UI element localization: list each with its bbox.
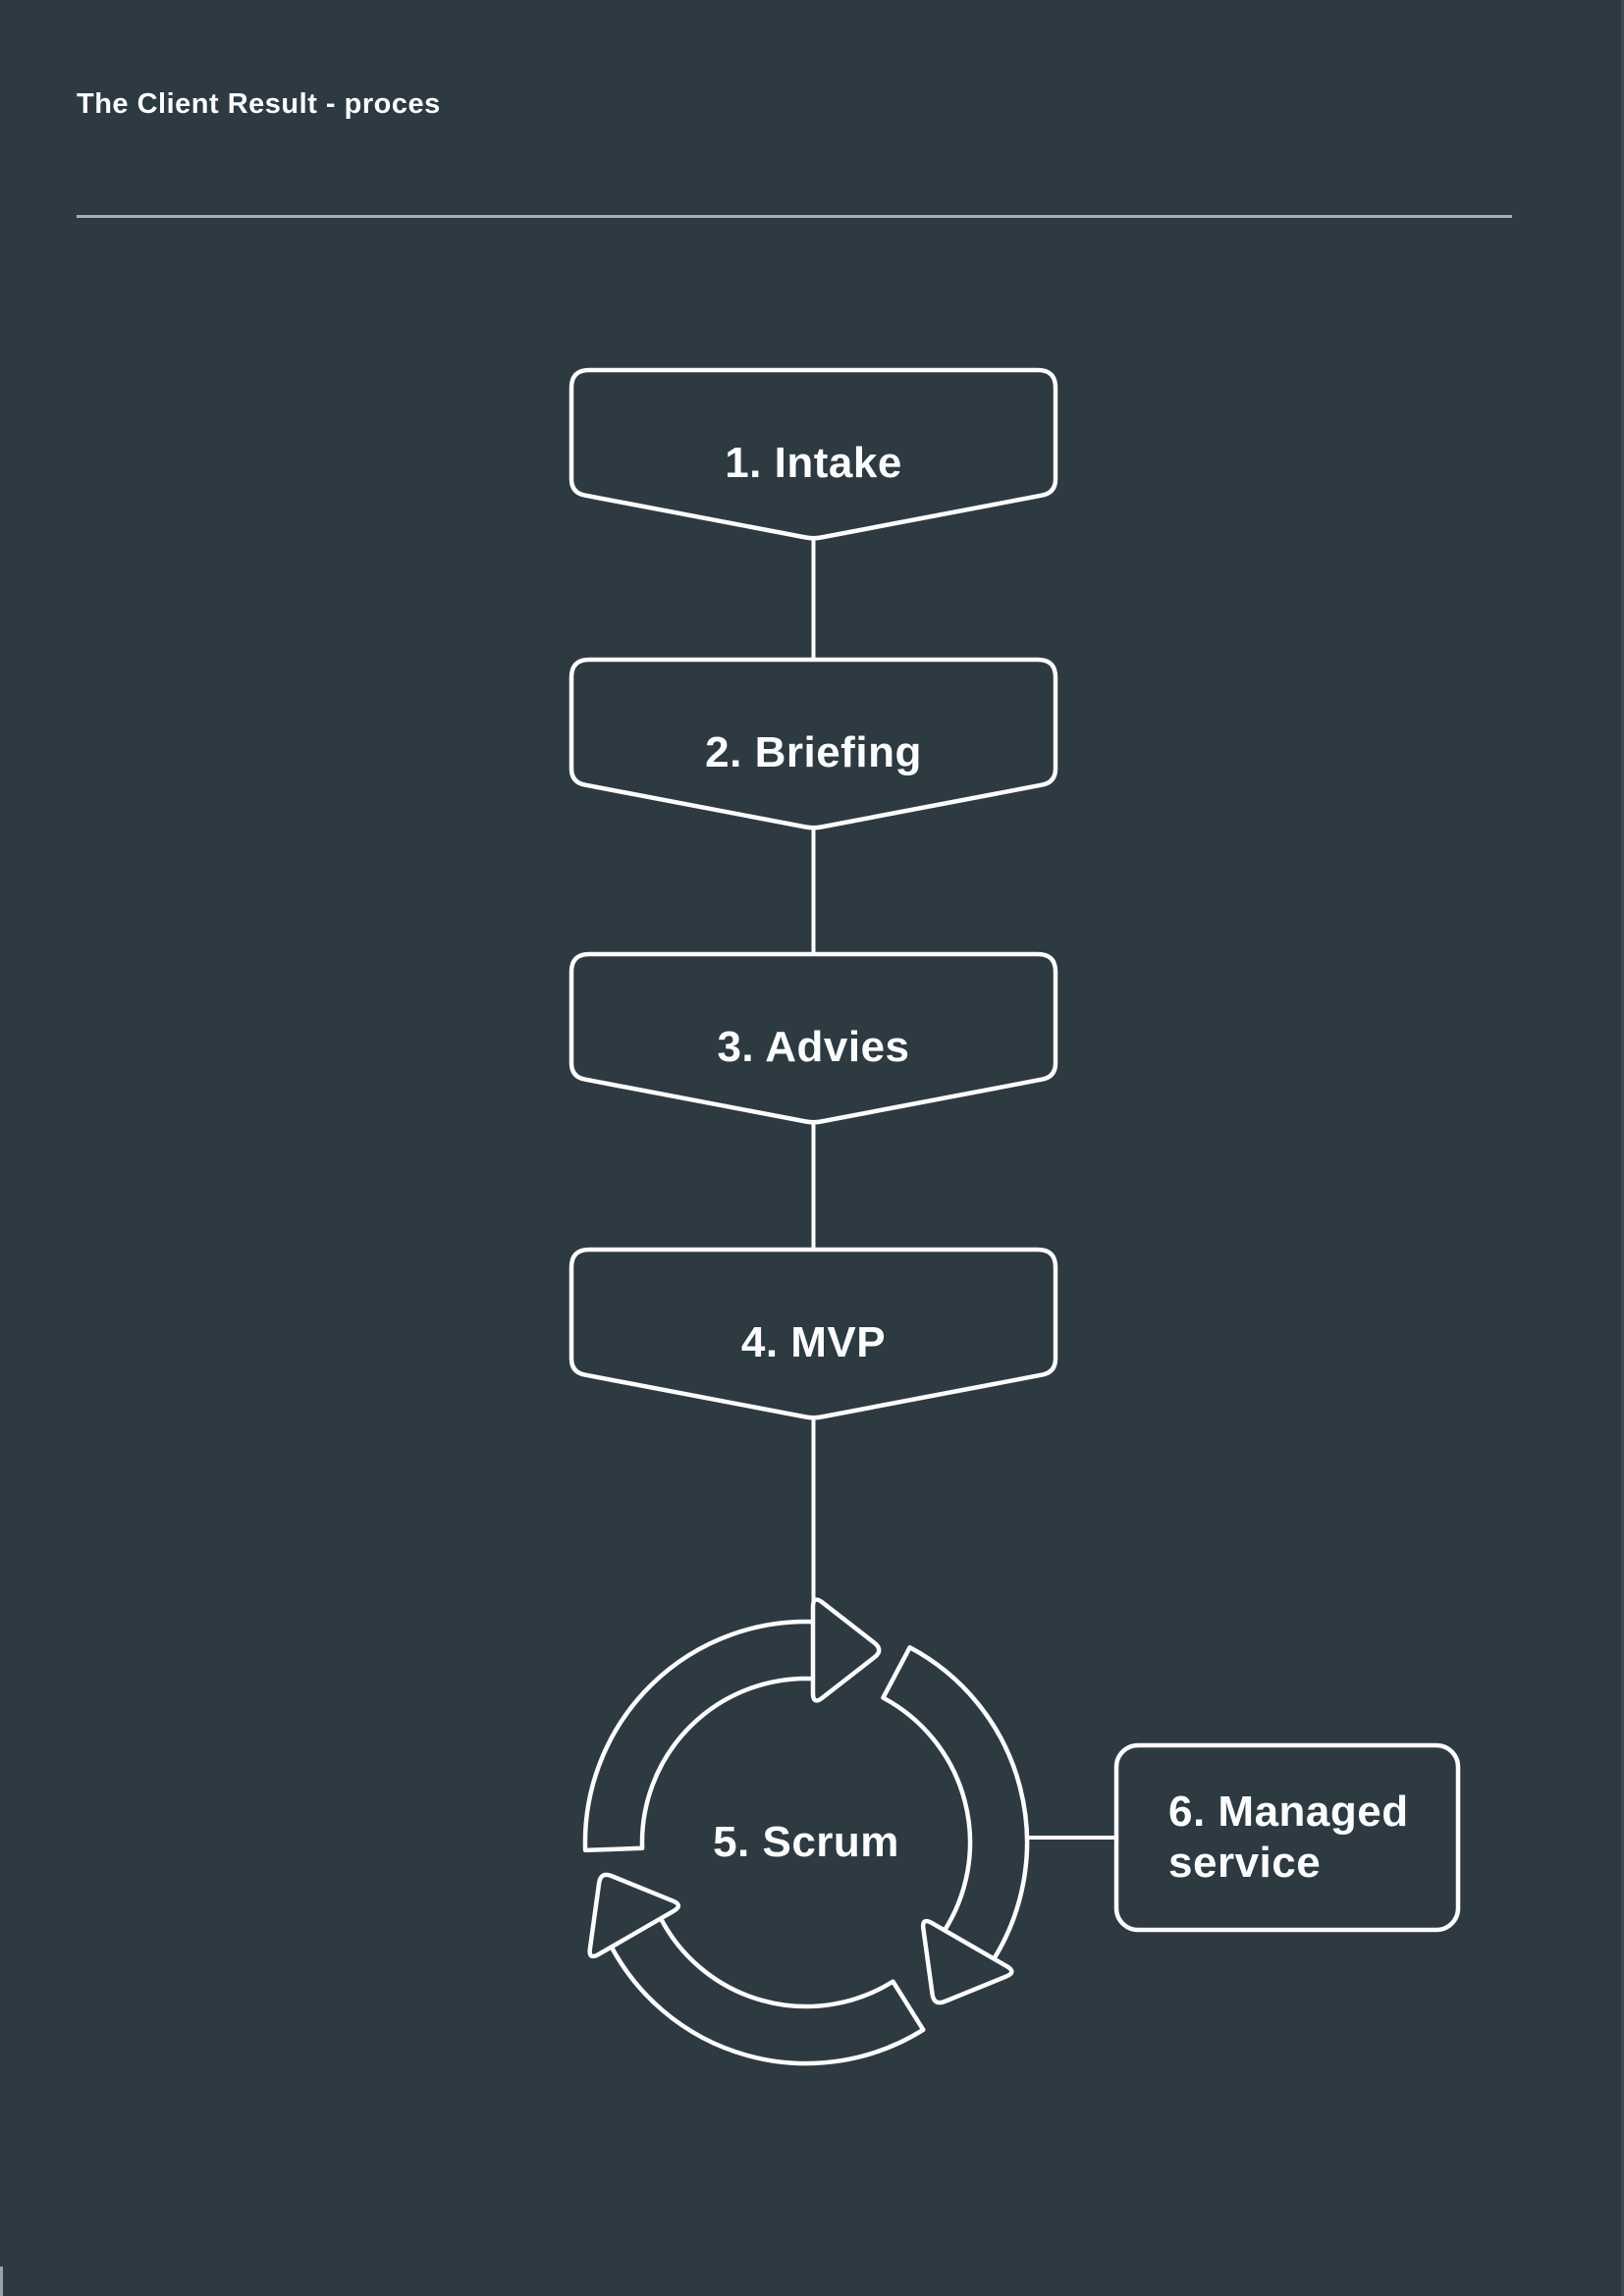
cycle-arrow-bottom [587, 1872, 926, 2066]
banner-shape-step-4 [568, 1247, 1058, 1420]
banner-shape-step-2 [568, 657, 1058, 830]
bottom-left-sliver [0, 2267, 3, 2296]
managed-service-box [1113, 1742, 1461, 1933]
cycle-arrowhead-bottom [587, 1872, 681, 1959]
flow-step-mvp: 4. MVP [740, 1318, 887, 1366]
flow-step-managed-service: 6. Managed service [1168, 1788, 1409, 1887]
flow-step-briefing: 2. Briefing [705, 728, 922, 776]
flow-step-advies: 3. Advies [717, 1023, 910, 1071]
cycle-arrow-right [881, 1645, 1030, 2005]
flow-step-scrum: 5. Scrum [713, 1818, 899, 1866]
cycle-arrowhead-right [920, 1918, 1014, 2005]
banner-shape-step-1 [568, 367, 1058, 541]
cycle-arrow-top [582, 1597, 882, 1853]
right-edge-strip [1621, 0, 1624, 2296]
banner-shape-step-3 [568, 951, 1058, 1125]
page-title: The Client Result - proces [77, 88, 441, 120]
title-divider [77, 215, 1512, 218]
cycle-arrowhead-top [810, 1597, 882, 1703]
flow-step-intake: 1. Intake [725, 439, 902, 487]
scrum-cycle-icon [582, 1597, 1030, 2066]
